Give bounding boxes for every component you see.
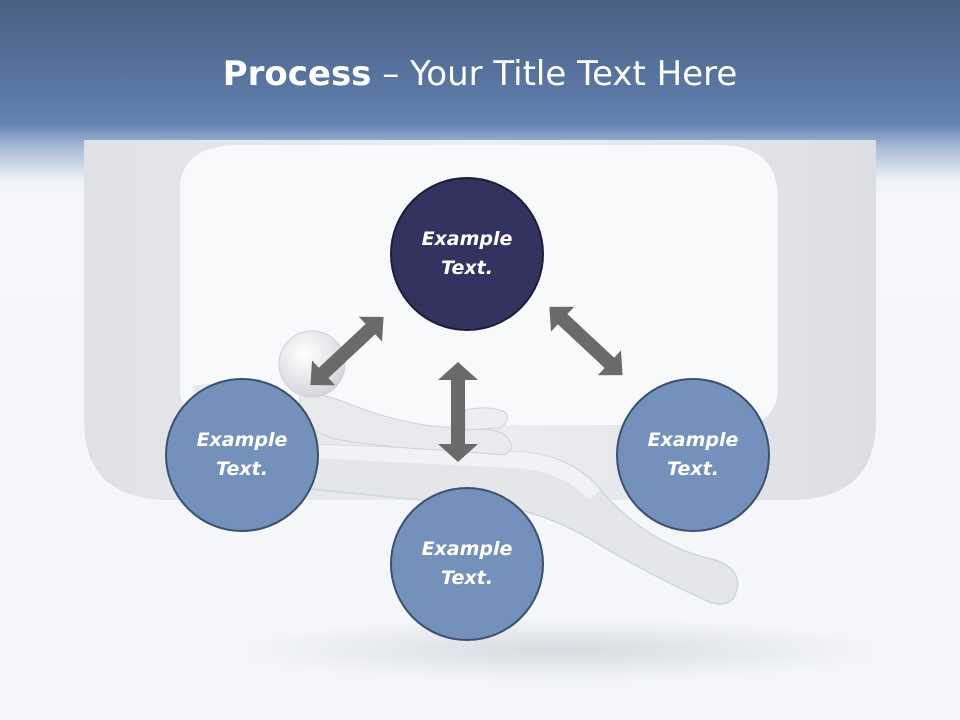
floor-shadow [240,618,880,682]
arrow-top-left [310,316,384,386]
title-rest: – Your Title Text Here [371,54,738,94]
node-left-line2: Text. [216,458,268,480]
node-left-line1: Example [196,429,288,451]
node-right-line2: Text. [667,458,719,480]
node-right-line1: Example [647,429,739,451]
node-bottom-line1: Example [421,538,513,560]
shelf [178,439,739,605]
node-top-line1: Example [421,228,513,250]
node-top-line2: Text. [441,257,493,279]
slide-title[interactable]: Process – Your Title Text Here [0,52,960,96]
arrow-top-right [549,306,623,376]
node-bottom-line2: Text. [441,567,493,589]
arrow-vertical [438,362,478,462]
title-bold: Process [222,54,372,94]
connector-arrows [310,306,623,462]
